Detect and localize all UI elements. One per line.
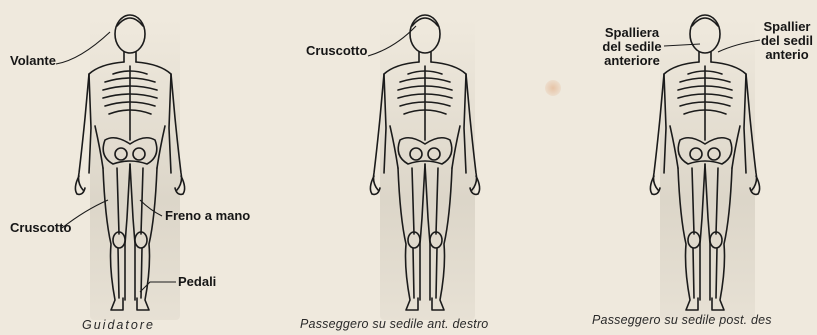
label-spalliera-right-line2: del sedil (757, 34, 817, 48)
label-volante: Volante (10, 54, 56, 68)
label-cruscotto-driver: Cruscotto (10, 221, 71, 235)
label-cruscotto-front-passenger: Cruscotto (306, 44, 367, 58)
human-skeleton-figure-icon (350, 8, 500, 320)
label-spalliera-left-line2: del sedile (596, 40, 668, 54)
label-spalliera-left-line3: anteriore (596, 54, 668, 68)
label-spalliera-right: Spallier del sedil anterio (757, 20, 817, 62)
paper-stain (545, 80, 561, 96)
label-freno-a-mano: Freno a mano (165, 209, 250, 223)
label-spalliera-right-line3: anterio (757, 48, 817, 62)
caption-passeggero-posteriore: Passeggero su sedile post. des (592, 313, 817, 327)
caption-passeggero-anteriore: Passeggero su sedile ant. destro (300, 317, 488, 331)
label-spalliera-left: Spalliera del sedile anteriore (596, 26, 668, 68)
caption-guidatore: Guidatore (82, 318, 155, 332)
label-pedali: Pedali (178, 275, 216, 289)
label-spalliera-right-line1: Spallier (757, 20, 817, 34)
label-spalliera-left-line1: Spalliera (596, 26, 668, 40)
